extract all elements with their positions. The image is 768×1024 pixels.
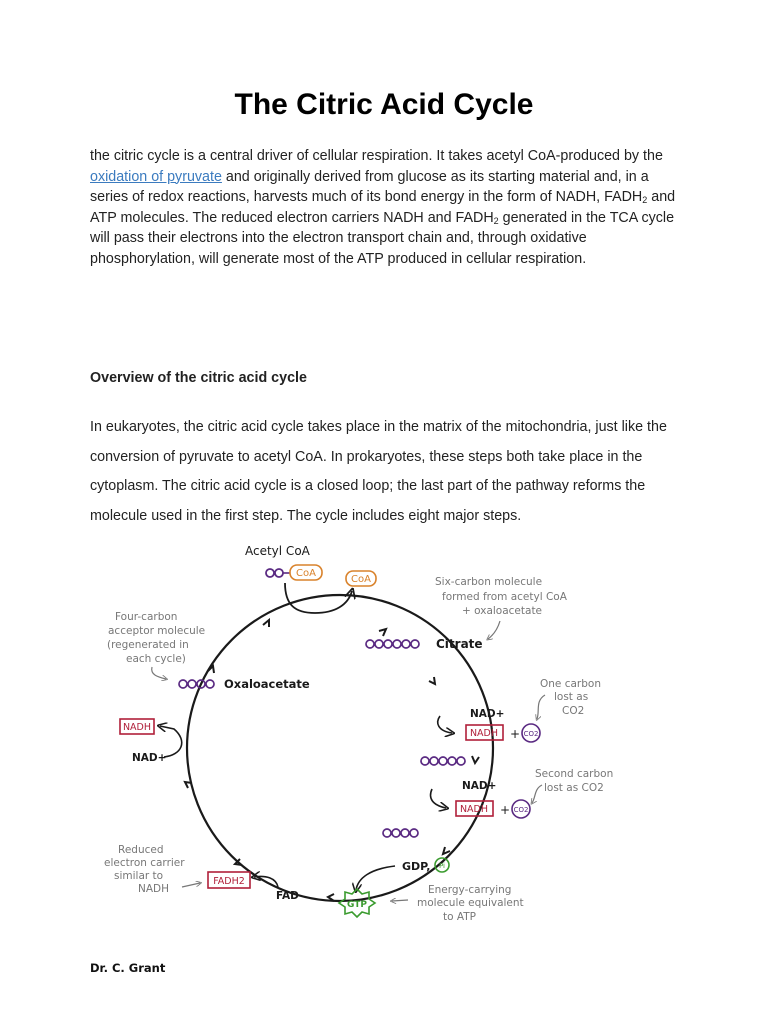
four-carbon-icon [383, 829, 418, 837]
co2-label-2: CO2 [514, 806, 529, 814]
one-carbon-note: One carbon lost as CO2 [540, 678, 604, 717]
reduced-carrier-note: Reduced electron carrier similar to NADH [104, 844, 188, 895]
four-carbon-pointer [152, 667, 166, 679]
acetyl-coa-label: Acetyl CoA [245, 544, 311, 558]
citric-acid-cycle-diagram: Acetyl CoA CoA CoA Citrate Six-carbon mo… [90, 533, 640, 928]
oxaloacetate-carbons-icon [179, 680, 214, 688]
second-carbon-note: Second carbon lost as CO2 [535, 768, 617, 794]
gdp-label: GDP, [402, 860, 430, 873]
nadh-label-left: NADH [123, 722, 151, 733]
citrate-label: Citrate [436, 637, 483, 651]
section-heading: Overview of the citric acid cycle [90, 370, 307, 386]
first-decarboxylation-arrow [438, 716, 452, 733]
page-title: The Citric Acid Cycle [0, 88, 768, 122]
cycle-direction-arrows [185, 620, 479, 901]
second-carbon-pointer [532, 785, 542, 803]
oxaloacetate-label: Oxaloacetate [224, 677, 310, 691]
nad-plus-label-2: NAD+ [462, 780, 496, 792]
plus-sign: + [510, 727, 520, 741]
five-carbon-icon [421, 757, 465, 765]
co2-label-1: CO2 [524, 730, 539, 738]
nad-plus-label-1: NAD+ [470, 708, 504, 720]
gtp-arrow [356, 866, 395, 890]
coa-badge-label: CoA [296, 568, 316, 579]
second-decarboxylation-arrow [431, 789, 446, 808]
oxidation-of-pyruvate-link[interactable]: oxidation of pyruvate [90, 169, 222, 185]
section-body: In eukaryotes, the citric acid cycle tak… [90, 413, 690, 531]
fadh2-label: FADH2 [213, 876, 245, 887]
author-footer: Dr. C. Grant [90, 961, 165, 975]
acetyl-group-icon [266, 569, 283, 577]
energy-note: Energy-carrying molecule equivalent to A… [417, 884, 527, 923]
intro-paragraph: the citric cycle is a central driver of … [90, 146, 684, 270]
pi-label: Pi [439, 862, 445, 870]
six-carbon-pointer [488, 621, 500, 639]
reduced-carrier-pointer [182, 883, 200, 887]
energy-pointer [392, 900, 408, 901]
fad-label: FAD [276, 890, 299, 902]
citrate-carbons-icon [366, 640, 419, 648]
gtp-label: GTP [347, 900, 367, 910]
intro-text-1: the citric cycle is a central driver of … [90, 148, 663, 164]
nad-plus-label-left: NAD+ [132, 752, 166, 764]
six-carbon-note: Six-carbon molecule formed from acetyl C… [435, 576, 570, 617]
nadh-label-1: NADH [470, 728, 498, 739]
one-carbon-pointer [537, 695, 545, 719]
released-coa-label: CoA [351, 574, 371, 585]
four-carbon-note: Four-carbon acceptor molecule (regenerat… [107, 611, 208, 665]
plus-sign: + [500, 803, 510, 817]
acetyl-entry-arrow [285, 583, 352, 613]
nadh-label-2: NADH [460, 804, 488, 815]
